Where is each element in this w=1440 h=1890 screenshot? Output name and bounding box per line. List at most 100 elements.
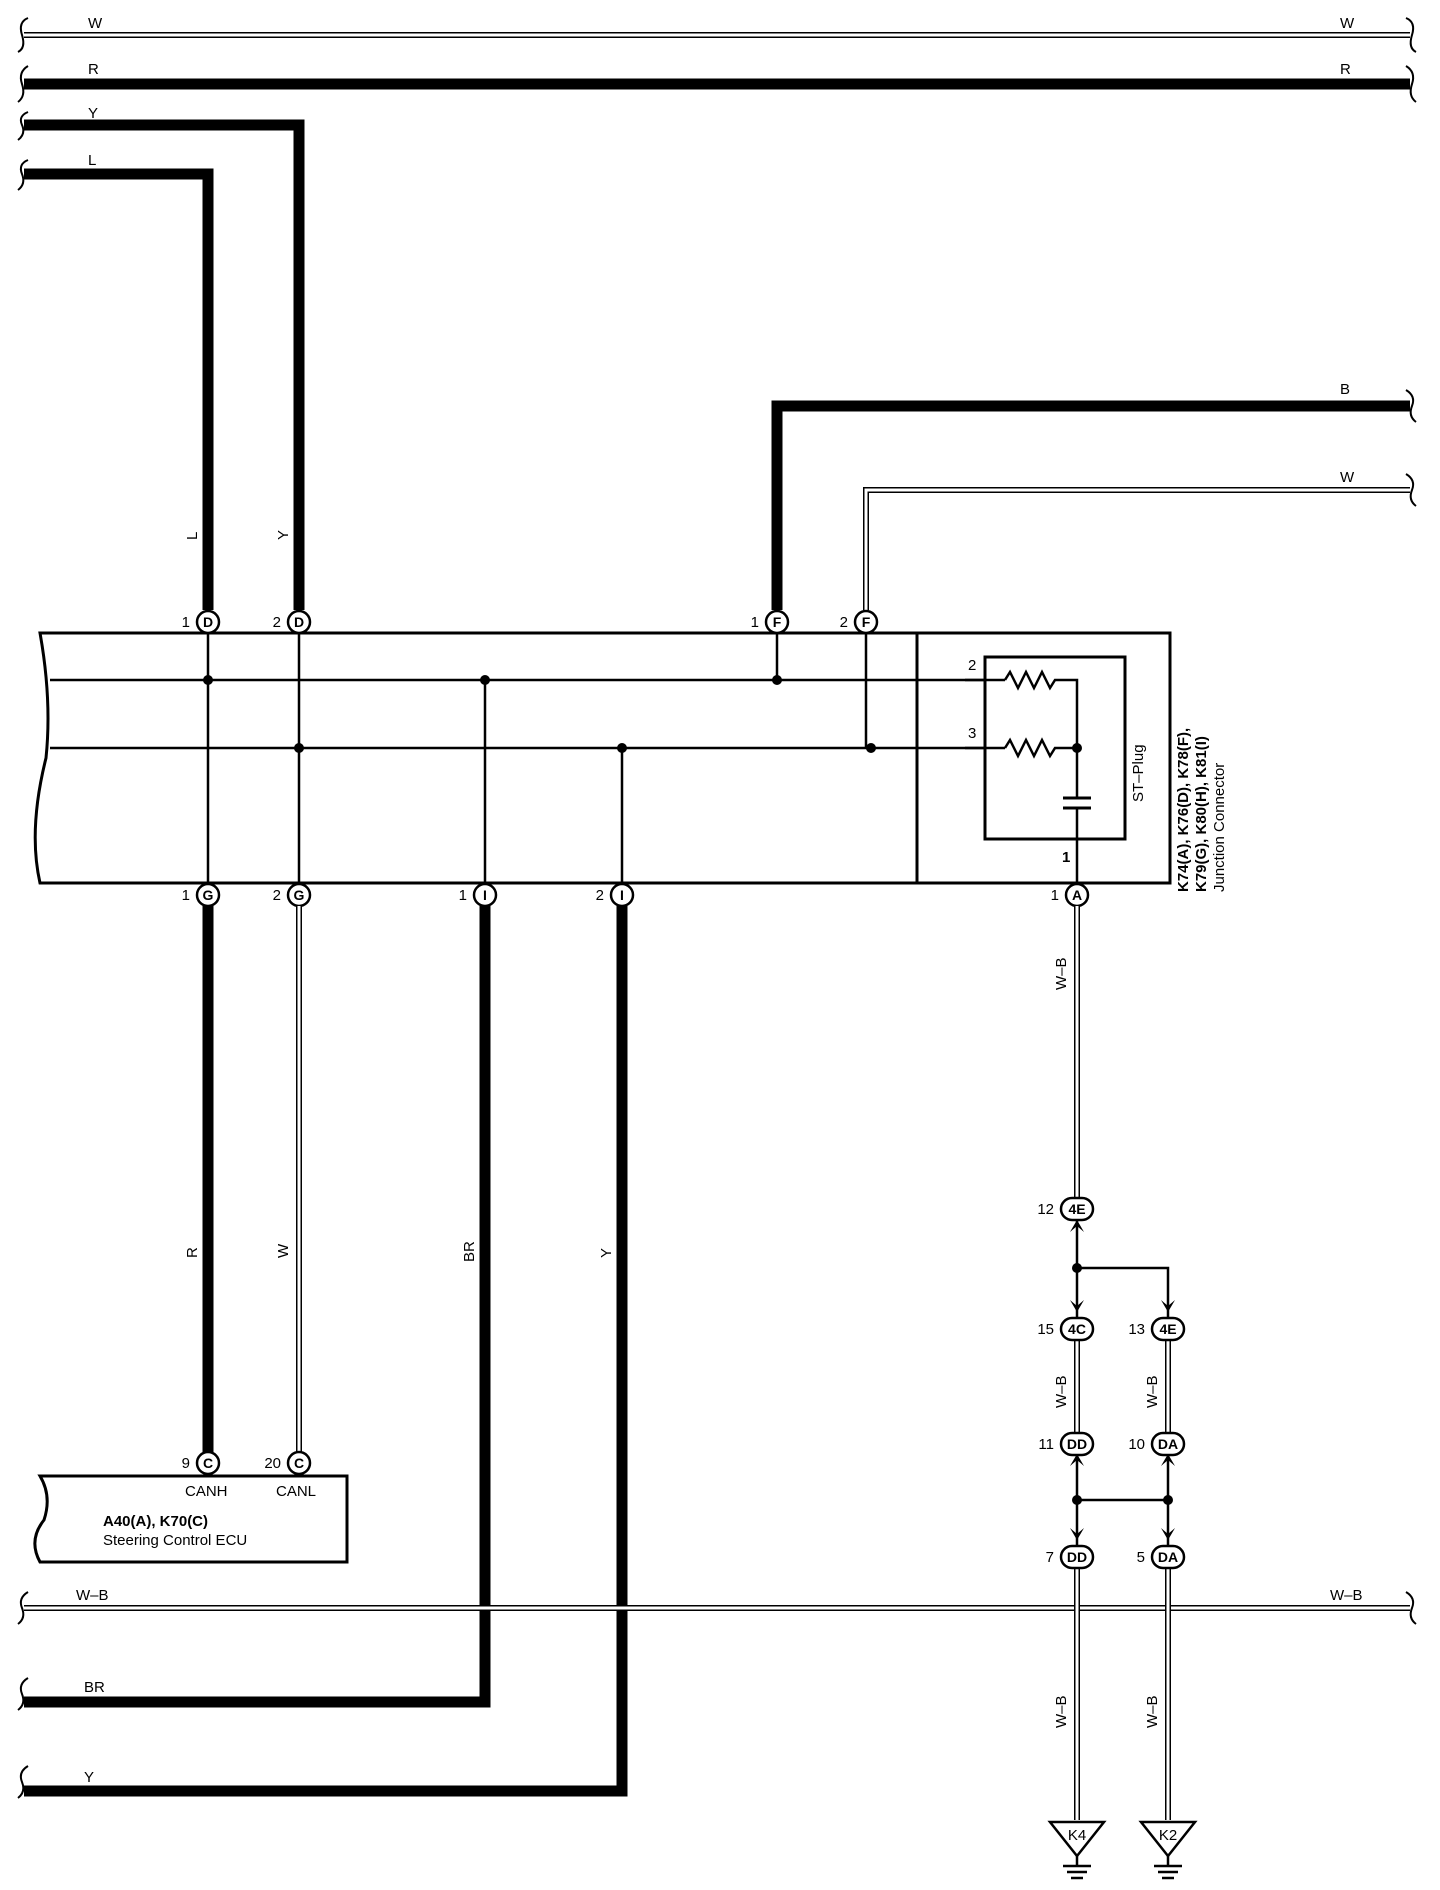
conn-dd-11: DD 11 [1038,1431,1095,1457]
plug-pin-2: 2 [968,657,976,674]
svg-text:I: I [483,887,487,903]
pin-i1: I 1 [459,882,498,908]
ecu-title: Steering Control ECU [103,1532,247,1549]
wire-label: L [88,152,96,169]
svg-text:2: 2 [840,614,848,631]
wire-label: W [1340,469,1355,486]
svg-text:2: 2 [596,887,604,904]
wire-label: W [1340,15,1355,32]
svg-text:D: D [203,614,213,630]
svg-text:BR: BR [84,1679,105,1696]
svg-text:9: 9 [182,1455,190,1472]
conn-dd-7: DD 7 [1046,1544,1095,1570]
svg-text:K74(A), K76(D), K78(F),: K74(A), K76(D), K78(F), [1175,728,1192,892]
svg-text:F: F [862,614,871,630]
ecu-canl-label: CANL [276,1483,316,1500]
svg-text:1: 1 [1051,887,1059,904]
conn-4e-12: 4E 12 [1037,1196,1095,1222]
ground-circuit: W–B W–B W–B W–B W–B [1037,906,1198,1880]
ground-k4-icon: K4 [1047,1820,1107,1880]
wire-b: B [771,381,1410,610]
junction-connector: 2 3 1 ST–Plug K74(A), K76(D), K78(F), K7… [33,622,1228,895]
svg-text:W–B: W–B [1053,1375,1070,1408]
svg-text:W–B: W–B [1144,1695,1161,1728]
svg-text:7: 7 [1046,1549,1054,1566]
svg-text:W–B: W–B [1053,957,1070,990]
svg-text:W–B: W–B [1330,1587,1363,1604]
svg-text:Y: Y [598,1248,615,1258]
svg-text:K79(G), K80(H), K81(I): K79(G), K80(H), K81(I) [1193,736,1210,892]
pin-i2: I 2 [596,882,635,908]
svg-text:2: 2 [273,614,281,631]
pin-f1: F 1 [751,609,790,635]
wire-label: Y [275,530,292,540]
junction-pins: D 1 D 2 F 1 F 2 G 1 G 2 [182,609,1090,908]
conn-da-5: DA 5 [1137,1544,1186,1570]
pin-g2: G 2 [273,882,312,908]
svg-text:13: 13 [1128,1321,1145,1338]
pin-c20: C 20 [264,1450,312,1476]
svg-text:G: G [203,887,214,903]
svg-text:I: I [620,887,624,903]
wire-end-braces-left [17,17,29,1799]
svg-text:1: 1 [182,614,190,631]
plug-pin-3: 3 [968,725,976,742]
pin-g1: G 1 [182,882,221,908]
pin-a1: A 1 [1051,882,1090,908]
svg-text:DD: DD [1067,1549,1087,1565]
plug-pin-1: 1 [1062,849,1070,866]
wire-w-canl: W [275,906,302,1452]
svg-text:4C: 4C [1068,1321,1086,1337]
svg-text:W: W [275,1243,292,1258]
wire-label: B [1340,381,1350,398]
svg-text:W–B: W–B [76,1587,109,1604]
svg-text:15: 15 [1037,1321,1054,1338]
conn-da-10: DA 10 [1128,1431,1186,1457]
svg-text:W–B: W–B [1053,1695,1070,1728]
st-plug: 2 3 1 ST–Plug [965,655,1147,895]
svg-text:C: C [294,1455,304,1471]
wire-l-top: L L [24,152,214,610]
svg-text:Y: Y [84,1769,94,1786]
wire-br: BR BR [24,906,491,1708]
svg-text:DD: DD [1067,1436,1087,1452]
wire-wb-bus: W–B W–B [24,1587,1410,1611]
st-plug-label: ST–Plug [1130,744,1147,802]
svg-text:5: 5 [1137,1549,1145,1566]
svg-text:2: 2 [273,887,281,904]
svg-text:F: F [773,614,782,630]
svg-text:DA: DA [1158,1549,1178,1565]
svg-text:12: 12 [1037,1201,1054,1218]
svg-text:K4: K4 [1068,1827,1086,1844]
ground-k2-icon: K2 [1138,1820,1198,1880]
svg-text:Junction Connector: Junction Connector [1211,763,1228,892]
wire-label: L [184,532,201,540]
pin-d2: D 2 [273,609,312,635]
pin-f2: F 2 [840,609,879,635]
svg-text:1: 1 [459,887,467,904]
wire-r-top: R R [24,61,1410,90]
wire-label: Y [88,105,98,122]
svg-text:W–B: W–B [1144,1375,1161,1408]
conn-4c-15: 4C 15 [1037,1316,1095,1342]
wire-y-top: Y Y [24,105,305,610]
svg-text:11: 11 [1038,1436,1054,1453]
wire-label: W [88,15,103,32]
svg-text:A: A [1072,887,1082,903]
svg-text:D: D [294,614,304,630]
wire-w-top: W W [24,15,1410,38]
conn-4e-13: 4E 13 [1128,1316,1186,1342]
svg-text:4E: 4E [1159,1321,1176,1337]
svg-text:DA: DA [1158,1436,1178,1452]
svg-text:1: 1 [751,614,759,631]
svg-text:C: C [203,1455,213,1471]
ecu-canh-label: CANH [185,1483,228,1500]
wire-label: R [88,61,99,78]
steering-control-ecu: A40(A), K70(C) Steering Control ECU CANH… [33,1450,349,1564]
svg-text:10: 10 [1128,1436,1145,1453]
pin-d1: D 1 [182,609,221,635]
svg-text:K2: K2 [1159,1827,1177,1844]
pin-c9: C 9 [182,1450,221,1476]
svg-text:4E: 4E [1068,1201,1085,1217]
